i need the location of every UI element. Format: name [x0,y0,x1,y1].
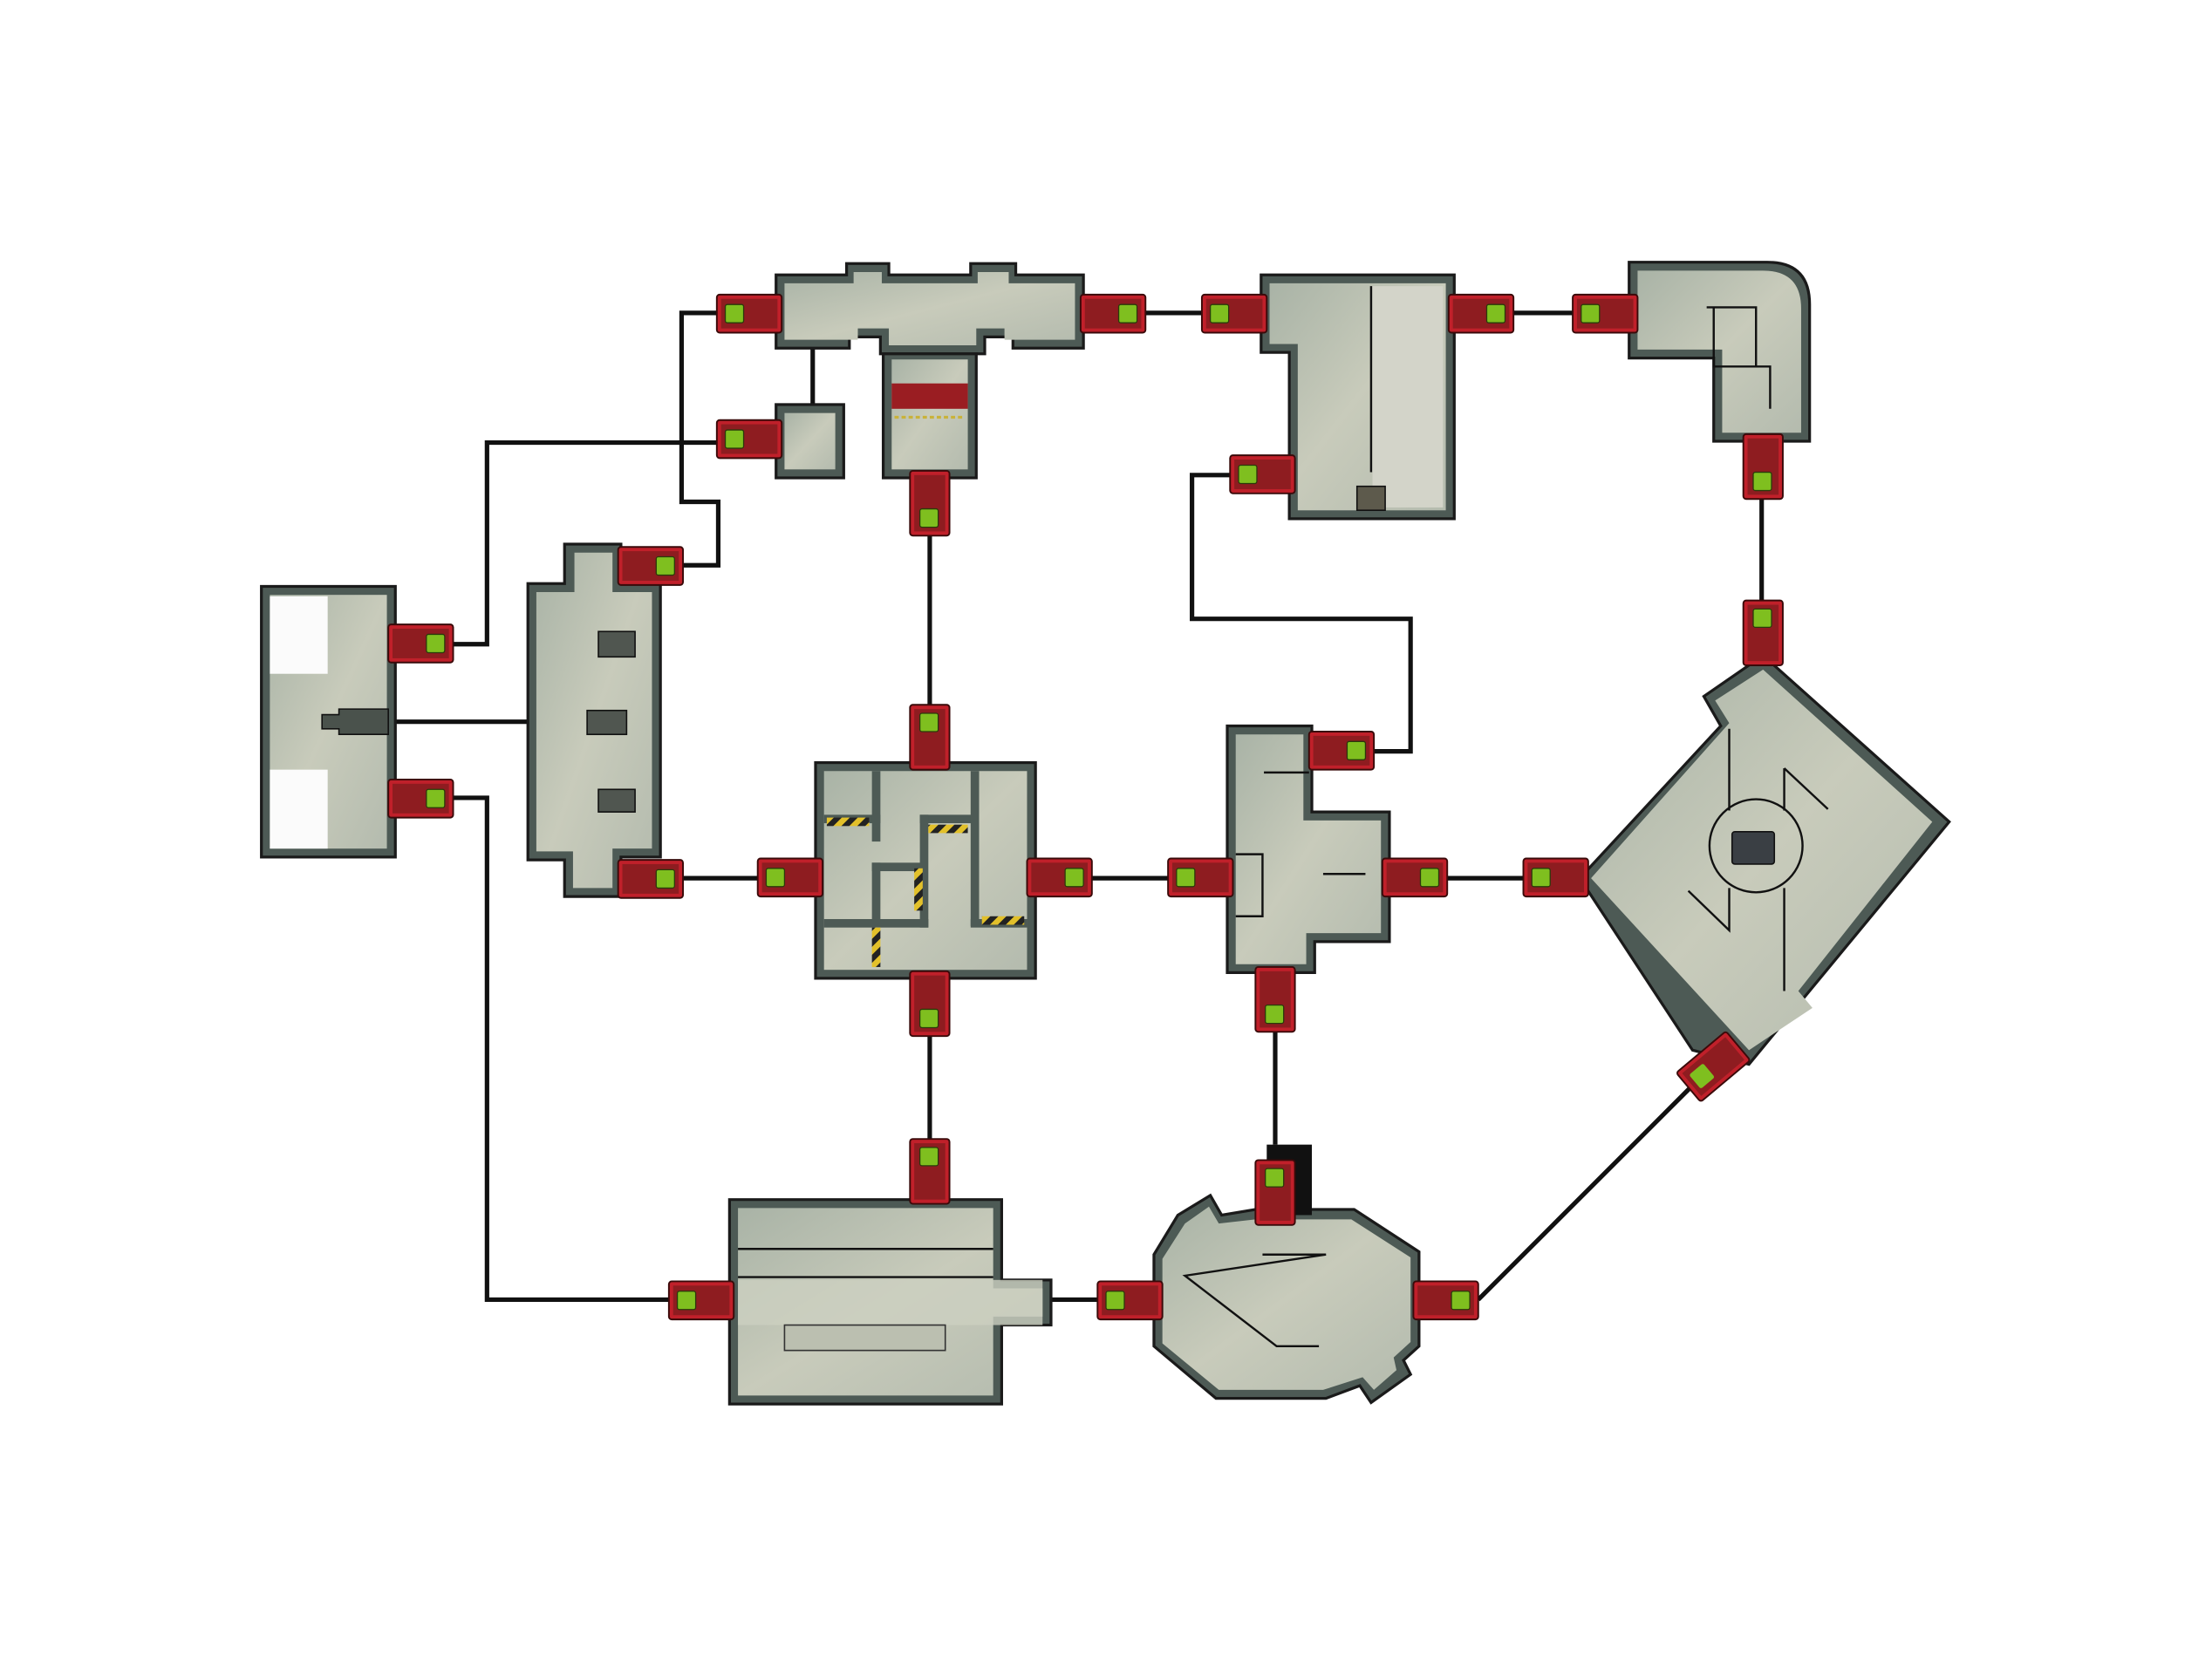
slot-icon [597,630,636,658]
room-north-corridor[interactable] [775,262,1085,356]
room-corner[interactable] [1628,261,1812,443]
door[interactable] [1079,293,1147,334]
room-junction[interactable] [1225,724,1391,975]
platform [783,1324,946,1352]
door[interactable] [617,546,685,586]
door-light-icon [676,1291,697,1311]
door-light-icon [1117,303,1138,324]
door-light-icon [1265,1004,1285,1025]
hazard-stripe [914,868,923,911]
door[interactable] [1742,433,1784,501]
room-diamond[interactable] [1578,653,1951,1066]
door-light-icon [724,429,745,449]
connector [1190,473,1413,754]
door[interactable] [1200,293,1268,334]
door[interactable] [909,704,951,771]
door[interactable] [387,623,454,664]
door[interactable] [1167,857,1234,898]
hazard-stripe [928,824,968,834]
door[interactable] [1254,1159,1296,1226]
door-light-icon [1346,740,1367,760]
door-light-icon [1752,471,1772,492]
door-light-icon [426,788,446,808]
door-light-icon [655,555,675,576]
door-light-icon [724,303,745,324]
door-light-icon [1064,868,1084,888]
door[interactable] [1572,293,1639,334]
door[interactable] [1381,857,1449,898]
door[interactable] [1026,857,1093,898]
door-light-icon [918,1008,939,1029]
door-light-icon [1531,868,1551,888]
hazard-stripe [871,927,881,967]
door-light-icon [1580,303,1601,324]
slot-icon [597,788,636,813]
door[interactable] [909,469,951,537]
door[interactable] [1229,454,1296,494]
door-light-icon [1176,868,1196,888]
room-maze[interactable] [814,760,1037,980]
door[interactable] [1412,1280,1479,1321]
door[interactable] [1742,599,1784,666]
window [270,769,328,849]
room-hangar[interactable] [727,1198,1053,1406]
door-light-icon [1238,464,1258,485]
connector [1476,1083,1695,1302]
red-barrier [891,383,968,409]
room-north-hall[interactable] [1260,273,1456,521]
hazard-stripe [826,817,870,827]
rooms [260,261,1951,1406]
door-light-icon [1209,303,1230,324]
connectors [395,310,1765,1303]
room-tall[interactable] [526,542,662,898]
door-light-icon [918,1147,939,1167]
door[interactable] [1522,857,1589,898]
room-small-square[interactable] [775,403,845,480]
slot-icon [586,709,628,736]
door[interactable] [715,293,783,334]
door[interactable] [1096,1280,1164,1321]
door-light-icon [1265,1168,1285,1188]
room-west[interactable] [260,584,397,859]
window [270,596,328,674]
door-light-icon [1451,1291,1471,1311]
connector [451,440,717,647]
door-light-icon [1690,1064,1715,1088]
door-light-icon [1105,1291,1125,1311]
doors [387,293,1784,1321]
door[interactable] [909,1138,951,1205]
door-light-icon [655,869,675,889]
door-light-icon [918,712,939,732]
door-light-icon [426,633,446,654]
door-light-icon [1485,303,1506,324]
door[interactable] [1307,731,1376,771]
door[interactable] [1254,965,1296,1033]
hazard-stripe [981,916,1025,925]
door-light-icon [765,868,786,888]
console-icon [321,708,389,736]
console-icon [1731,830,1776,865]
door[interactable] [387,778,454,819]
door[interactable] [667,1280,735,1321]
room-airlock[interactable] [881,352,978,480]
connector [679,310,721,568]
door-light-icon [1752,608,1772,629]
room-octagon[interactable] [1152,1193,1421,1405]
door[interactable] [715,419,783,460]
door[interactable] [617,859,685,899]
hatch-icon [1355,485,1386,512]
door[interactable] [1447,293,1515,334]
door-light-icon [1419,868,1440,888]
door[interactable] [909,970,951,1038]
door[interactable] [756,857,824,898]
door-light-icon [918,508,939,528]
door[interactable] [1676,1031,1751,1102]
connector [451,795,669,1303]
